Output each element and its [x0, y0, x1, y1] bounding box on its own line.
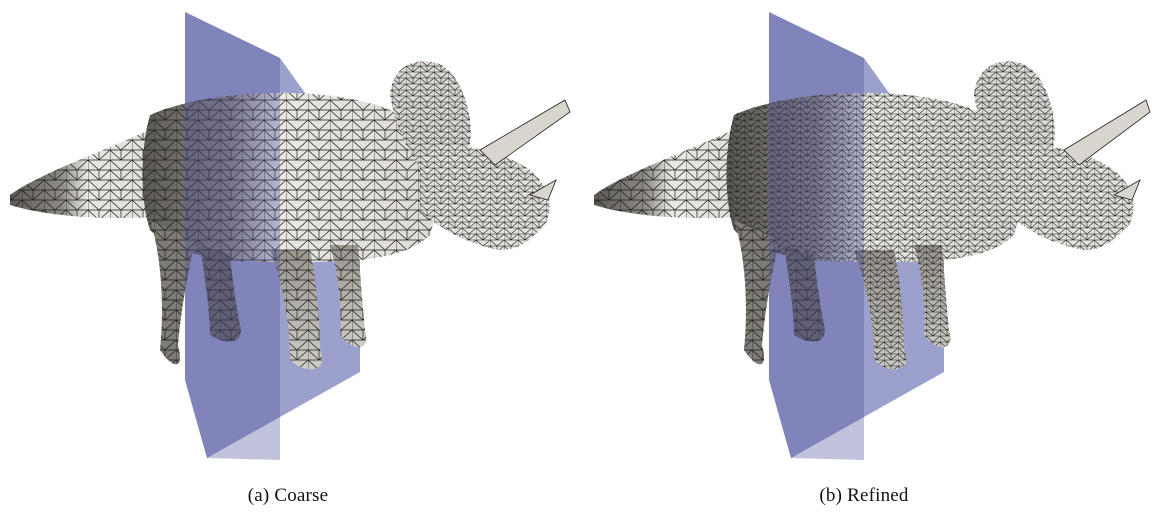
panel-coarse: (a) Coarse: [0, 0, 576, 517]
triceratops-coarse-mesh: [0, 0, 576, 470]
panel-refined: (b) Refined: [576, 0, 1152, 517]
cutting-plane-front: [769, 12, 864, 460]
cutting-plane-front: [185, 12, 280, 460]
caption-coarse: (a) Coarse: [0, 485, 576, 507]
triceratops-refined-mesh: [576, 0, 1152, 470]
caption-refined: (b) Refined: [576, 485, 1152, 507]
